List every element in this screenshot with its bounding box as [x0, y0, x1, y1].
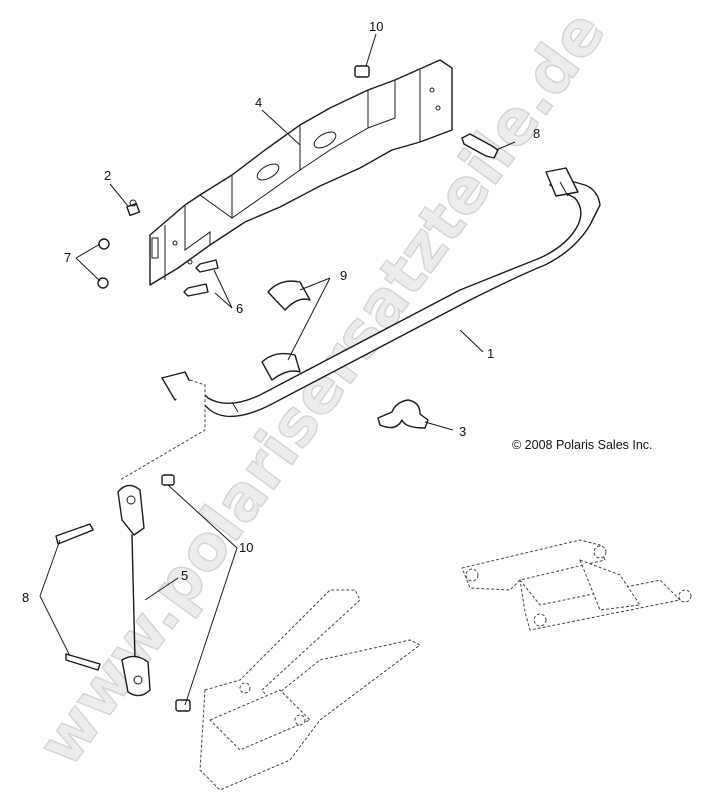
copyright-text: © 2008 Polaris Sales Inc.	[512, 438, 653, 452]
callout-4: 4	[255, 95, 262, 110]
bolts-8	[55, 133, 499, 671]
callout-1: 1	[487, 346, 494, 361]
grease-fitting	[126, 199, 141, 217]
frame-crossmember	[149, 59, 453, 286]
bar-clamp	[377, 399, 429, 429]
callout-10-lower: 10	[239, 540, 253, 555]
bar-bushings	[261, 280, 311, 381]
bolts-6	[183, 259, 219, 297]
callout-7: 7	[64, 250, 71, 265]
nuts-10	[161, 65, 370, 712]
callout-3: 3	[459, 424, 466, 439]
leader-lines	[39, 33, 516, 706]
callout-8-upper: 8	[533, 126, 540, 141]
callout-labels: 1 2 3 4 5 6 7 8 8 9 10 10	[22, 19, 540, 605]
rear-suspension-ghost	[199, 589, 421, 791]
callout-10-upper: 10	[369, 19, 383, 34]
callout-6: 6	[236, 301, 243, 316]
callout-9: 9	[340, 268, 347, 283]
front-suspension-ghost	[461, 539, 692, 631]
callout-2: 2	[104, 168, 111, 183]
link-rod	[117, 484, 151, 697]
nuts-7	[97, 238, 110, 289]
callout-5: 5	[181, 568, 188, 583]
callout-8-lower: 8	[22, 590, 29, 605]
